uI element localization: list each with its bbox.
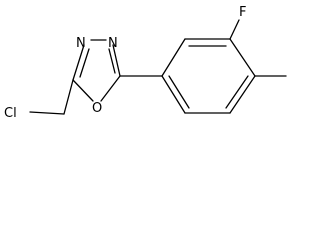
- nitrogen-atom-left: N: [76, 36, 86, 51]
- bond-ph-4-5-double: [225, 75, 249, 109]
- chlorine-atom: Cl: [4, 106, 17, 121]
- bond-c5-ch2: [63, 79, 74, 115]
- bond-ph-6-1-double: [168, 75, 190, 109]
- bond-ph-6-1: [161, 75, 186, 114]
- bond-o-c2: [100, 75, 121, 102]
- bond-ph-4-5: [229, 75, 256, 114]
- bond-c2-n3: [112, 44, 121, 77]
- molecule-svg: Cl N N O F: [4, 5, 287, 121]
- oxygen-atom: O: [92, 101, 102, 116]
- nitrogen-atom-right: N: [108, 36, 118, 51]
- structure-diagram: Cl N N O F: [0, 0, 307, 124]
- bond-c-f: [229, 19, 240, 40]
- fluorine-atom: F: [239, 5, 246, 20]
- bond-n4-c5: [72, 44, 85, 81]
- bond-c2-n3-double: [108, 48, 116, 74]
- bond-n4-c5-double: [79, 48, 90, 78]
- bond-ph-1-2: [161, 38, 186, 77]
- bond-ch2-cl: [29, 111, 65, 115]
- bond-ph-3-4: [229, 38, 256, 77]
- bond-c5-o: [72, 79, 94, 102]
